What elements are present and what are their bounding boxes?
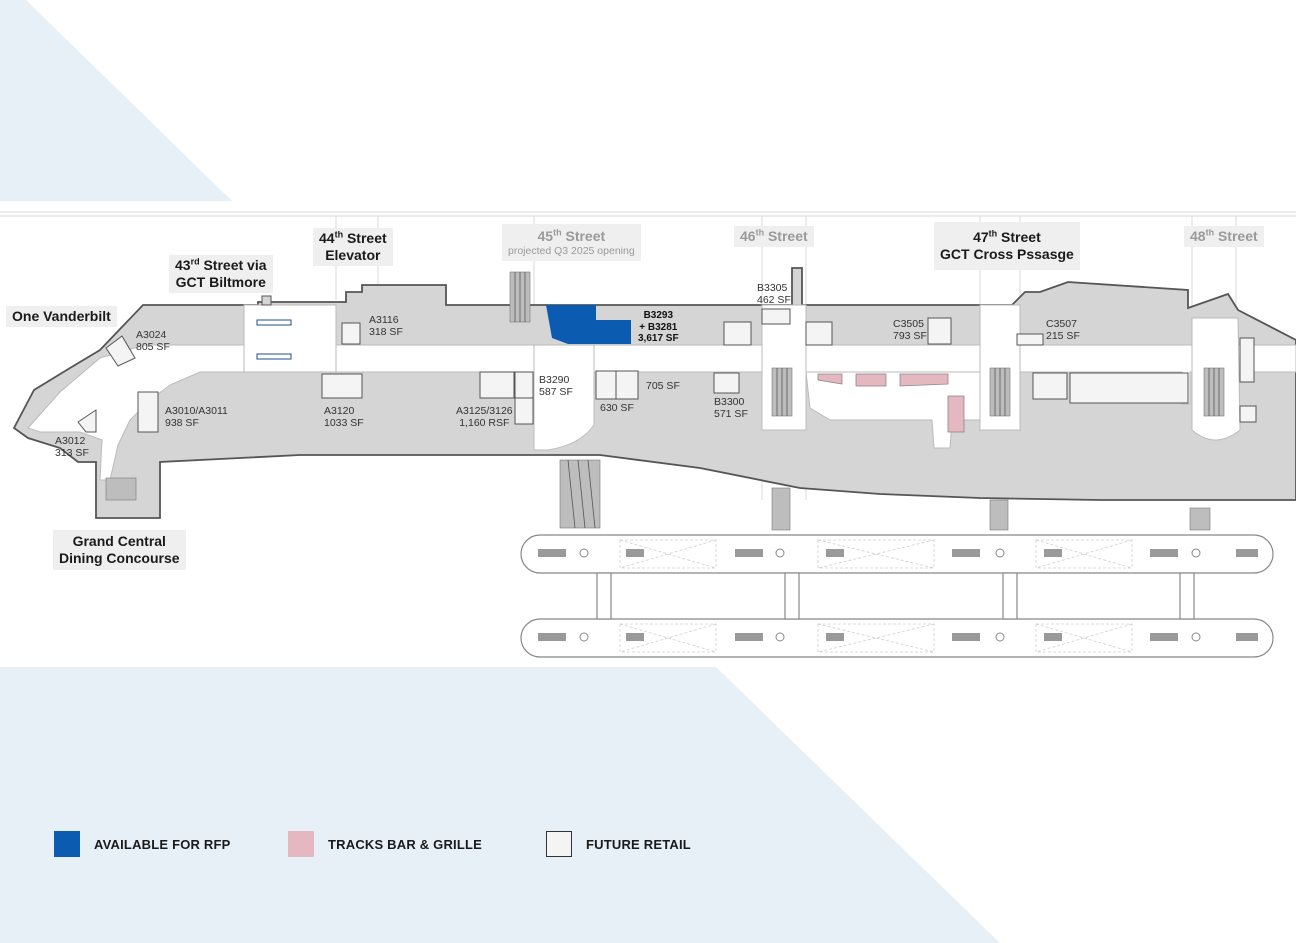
lower-platforms xyxy=(520,534,1274,658)
legend-swatch-available xyxy=(54,831,80,857)
platform-crossings xyxy=(619,539,1133,653)
unit-label-630sf: 630 SF xyxy=(600,402,634,414)
tracks-bar-shapes xyxy=(817,373,965,433)
street-label-44th: 44th Street Elevator xyxy=(313,228,393,266)
legend-swatch-future-retail xyxy=(546,831,572,857)
street-label-one-vanderbilt: One Vanderbilt xyxy=(6,306,117,327)
legend-swatch-tracks-bar xyxy=(288,831,314,857)
street-label-43rd: 43rd Street via GCT Biltmore xyxy=(169,255,273,293)
background-shape-top xyxy=(0,0,232,201)
background-shape-bottom xyxy=(0,667,1000,943)
platform-45-area xyxy=(533,344,595,451)
biltmore-hall xyxy=(243,304,337,373)
street-label-dining-concourse: Grand Central Dining Concourse xyxy=(53,530,186,570)
biltmore-kiosk-1 xyxy=(256,319,292,326)
legend-item-tracks-bar: TRACKS BAR & GRILLE xyxy=(288,830,482,858)
available-unit-shape xyxy=(546,305,631,344)
street-label-46th: 46th Street xyxy=(734,226,814,247)
platform-columns xyxy=(579,548,1201,642)
legend-item-future-retail: FUTURE RETAIL xyxy=(546,830,691,858)
biltmore-kiosk-2 xyxy=(256,353,292,360)
unit-label-available-b3293: B3293 + B3281 3,617 SF xyxy=(638,310,679,344)
escalator-lines xyxy=(514,272,1220,529)
street-label-45th: 45th Street projected Q3 2025 opening xyxy=(502,224,641,261)
street-label-48th: 48th Street xyxy=(1184,226,1264,247)
unit-label-705sf: 705 SF xyxy=(646,380,680,392)
legend-item-available: AVAILABLE FOR RFP xyxy=(54,830,231,858)
street-label-47th: 47th Street GCT Cross Pssasge xyxy=(934,222,1080,270)
future-retail-boxes xyxy=(77,308,1257,433)
platform-stairs xyxy=(538,549,1258,641)
stair-43 xyxy=(261,295,272,306)
